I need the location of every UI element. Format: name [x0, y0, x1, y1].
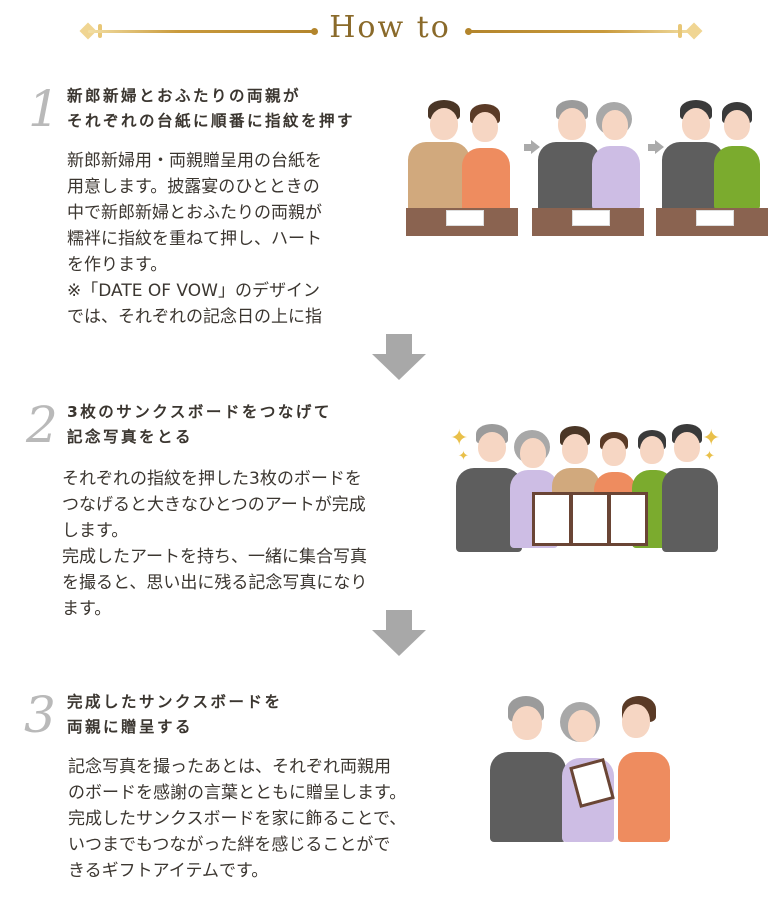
board-paper [696, 210, 734, 226]
step-heading-line: 新郎新婦とおふたりの両親が [67, 87, 302, 105]
sparkle-icon: ✦ [458, 449, 469, 464]
step-heading-line: それぞれの台紙に順番に指紋を押す [67, 112, 356, 130]
step-2: 2 3枚のサンクスボードをつなげて 記念写真をとる それぞれの指紋を押した3枚の… [0, 396, 780, 619]
arrow-right-icon [524, 140, 540, 154]
thanks-board [608, 492, 648, 546]
step-heading: 3枚のサンクスボードをつなげて 記念写真をとる [67, 400, 407, 450]
sparkle-icon: ✦ [704, 449, 715, 464]
step-number: 2 [26, 396, 58, 454]
sparkle-icon: ✦ [450, 426, 469, 451]
step-heading-line: 両親に贈呈する [67, 718, 194, 736]
step-3: 3 完成したサンクスボードを 両親に贈呈する 記念写真を撮ったあとは、それぞれ両… [0, 686, 780, 886]
illustration-three-couples [406, 98, 768, 238]
step-body: 新郎新婦用・両親贈呈用の台紙を 用意します。披露宴のひとときの 中で新郎新婦とお… [67, 151, 322, 327]
ornament-dot-icon [311, 28, 318, 35]
illustration-presenting-board [486, 696, 676, 846]
ornament-rule-right [468, 30, 694, 33]
step-1: 1 新郎新婦とおふたりの両親が それぞれの台紙に順番に指紋を押す 新郎新婦用・両… [0, 78, 780, 328]
ornament-nub-icon [678, 24, 682, 38]
step-body: それぞれの指紋を押した3枚のボードを つなげると大きなひとつのアートが完成 しま… [62, 469, 368, 619]
thanks-board [570, 492, 610, 546]
sparkle-icon: ✦ [702, 426, 721, 451]
step-body: 記念写真を撮ったあとは、それぞれ両親用 のボードを感謝の言葉とともに贈呈します。… [68, 757, 407, 881]
step-number: 3 [24, 686, 56, 744]
step-heading-line: 3枚のサンクスボードをつなげて [67, 403, 332, 421]
section-title: How to [329, 10, 451, 45]
arrow-down-icon [372, 610, 426, 656]
step-heading: 完成したサンクスボードを 両親に贈呈する [67, 690, 407, 740]
board-paper [446, 210, 484, 226]
step-heading: 新郎新婦とおふたりの両親が それぞれの台紙に順番に指紋を押す [67, 84, 407, 134]
board-paper [572, 210, 610, 226]
section-header: How to [0, 0, 780, 62]
ornament-rule-left [88, 30, 314, 33]
thanks-board [532, 492, 572, 546]
arrow-right-icon [648, 140, 664, 154]
arrow-down-icon [372, 334, 426, 380]
illustration-group-photo: ✦ ✦ ✦ ✦ [448, 420, 728, 560]
step-heading-line: 完成したサンクスボードを [67, 693, 283, 711]
step-heading-line: 記念写真をとる [67, 428, 194, 446]
step-number: 1 [28, 80, 60, 138]
